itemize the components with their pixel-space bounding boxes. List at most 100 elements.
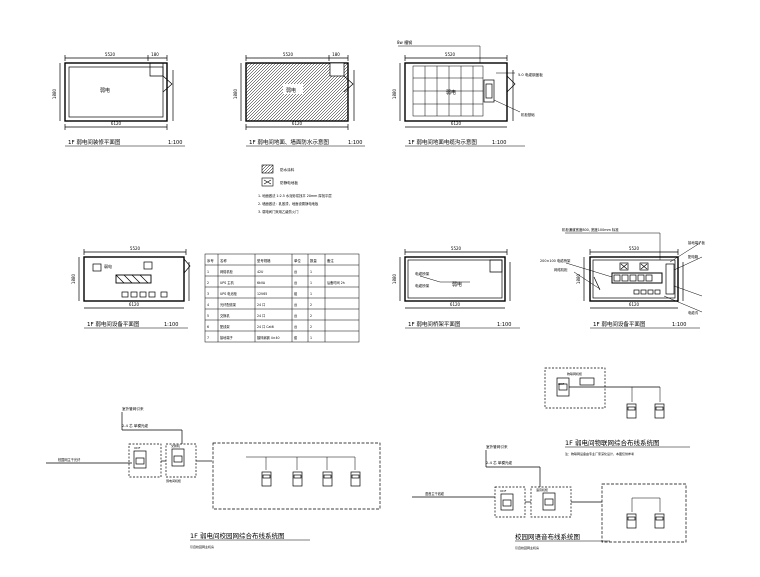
plan-panel-5 [399, 249, 520, 329]
p4-title: 1F 弱电间设备平面图 [87, 320, 140, 328]
p6-dim-top: 5520 [629, 246, 640, 251]
table-cell: 1 [310, 336, 312, 340]
system-diagram-1 [46, 412, 381, 541]
table-cell: 2 [310, 303, 312, 307]
p6-dim-left: 1880 [576, 273, 581, 284]
p1-scale: 1:100 [168, 140, 182, 146]
table-cell: 1 [207, 270, 209, 274]
p1-dim-top: 5520 [105, 52, 116, 57]
plan-panel-3 [398, 45, 525, 147]
table-cell: 2 [207, 281, 209, 285]
note-2: 2. 墙面做法：乳胶漆，地面设置静电地板 [258, 201, 319, 206]
system-diagram-2 [544, 367, 690, 448]
p3-dim-top: 5520 [445, 52, 456, 57]
p4-scale: 1:100 [164, 322, 178, 328]
p3-scale: 1:100 [492, 140, 506, 146]
table-cell: 台 [294, 313, 297, 318]
table-cell: 台 [294, 269, 297, 274]
p3-callout-3: 机柜基础 [521, 112, 535, 117]
table-cell: 接地端子 [220, 335, 234, 340]
table-cell: 1 [310, 270, 312, 274]
p6-callout-3: 网络机柜 [554, 267, 568, 272]
p6-callout-6: 电缆沟 [688, 310, 699, 315]
table-cell: 5 [207, 314, 209, 318]
p5-label-b: 电缆桥架 [415, 283, 430, 288]
p5-dim-bottom: 6120 [450, 302, 461, 307]
s1-cable-spec: 2-4 芯 单模光缆 [122, 423, 149, 428]
p5-dim-left: 1880 [392, 273, 397, 284]
s2-cab-label: ODF [558, 382, 565, 386]
s1-cab2: 弱电间机柜 [166, 478, 181, 483]
plan-panel-1 [59, 55, 185, 147]
s3-title: 校园网语音布线系统图 [515, 532, 580, 541]
table-cell: 交换机 [220, 313, 230, 318]
table-cell: 3 [207, 292, 209, 296]
p2-dim-right: 180 [332, 52, 340, 57]
p6-callout-2: 200×100 电缆桥架 [540, 258, 571, 263]
p6-callout-4: 接地端子板 [688, 240, 706, 245]
table-cell: 2 [310, 325, 312, 329]
s1-cable-label: 室外管网引来 [122, 406, 144, 411]
table-cell: 4 [207, 303, 209, 307]
p5-label-a: 电缆桥架 [415, 271, 430, 276]
table-cell: 网络机柜 [220, 269, 234, 274]
s3-cable-spec: 2-4 芯 单模光缆 [486, 460, 513, 465]
equipment-table [204, 253, 360, 343]
p6-scale: 1:100 [672, 322, 686, 328]
table-cell: 组 [294, 291, 298, 296]
table-cell: 24 口 [257, 314, 265, 318]
p3-callout-2: 5.0 电缆钢盖板 [518, 72, 543, 77]
p4-dim-top: 5520 [130, 246, 141, 251]
table-cell: 台 [294, 280, 297, 285]
s1-left-label: 校园网主干光纤 [58, 457, 81, 462]
th-model: 型号规格 [257, 258, 271, 263]
p3-room: 弱电 [446, 89, 456, 96]
table-cell: 1 [310, 292, 312, 296]
p4-room: 弱电 [104, 263, 112, 269]
s1-sub: 引自校园网主机房 [190, 544, 214, 549]
p1-dim-right: 180 [151, 52, 159, 57]
table-cell: UPS 电池柜 [220, 291, 238, 296]
table-cell: 42U [257, 270, 264, 274]
table-cell: 台 [294, 324, 297, 329]
s1-cab-label: ODF [134, 446, 141, 450]
p1-dim-bottom: 6120 [111, 121, 122, 126]
s2-note: 注：物联网设备由专业厂家深化设计，本图仅供参考 [565, 451, 634, 456]
p5-title: 1F 弱电间桥架平面图 [408, 320, 461, 328]
p6-callout-1: 机柜通道宽度800, 宽度100mm 标准 [562, 227, 619, 232]
table-cell: 配线架 [220, 324, 230, 329]
th-name: 名称 [220, 258, 227, 263]
legend [261, 164, 274, 187]
table-cell: 套 [294, 335, 298, 340]
th-unit: 单位 [294, 258, 301, 263]
table-cell: 6 [207, 325, 209, 329]
p3-callout-1: 8w 槽钢 [397, 39, 412, 45]
p5-room: 弱电 [452, 281, 462, 288]
p2-title: 1F 弱电间地面、墙面防水示意图 [249, 138, 329, 146]
table-cell: 后备时间 2h [327, 280, 345, 285]
s3-cab-label: ODF [500, 489, 507, 493]
p4-dim-bottom: 6120 [129, 302, 140, 307]
p2-room: 弱电 [286, 87, 296, 94]
table-cell: 6kVA [257, 281, 266, 285]
p5-scale: 1:100 [497, 322, 511, 328]
p2-scale: 1:100 [348, 140, 362, 146]
th-no: 序号 [207, 258, 214, 263]
plan-panel-2 [240, 55, 365, 147]
s3-cab2: 语音机柜 [536, 487, 548, 492]
table-cell: 24 口 Cat6 [257, 325, 274, 329]
p6-title: 1F 弱电间设备平面图 [593, 320, 646, 328]
plan-panel-4 [78, 249, 191, 329]
table-cell: 7 [207, 336, 209, 340]
s2-sub: 物联网机柜 [567, 371, 582, 376]
table-header-row: 序号 名称 型号规格 单位 数量 备注 [207, 258, 334, 263]
table-cell: 台 [294, 302, 297, 307]
p5-dim-top: 5520 [451, 246, 462, 251]
p3-dim-bottom: 6120 [451, 121, 462, 126]
table-cell: 1 [310, 281, 312, 285]
p6-callout-5: 配电箱 [688, 254, 699, 259]
s3-sub: 引自校园网主机房 [515, 545, 539, 550]
table-cell: 12V65 [257, 292, 267, 296]
note-1: 1. 地面做法 1:2.5 水泥砂浆找平 20mm 厚找平层 [258, 193, 332, 198]
